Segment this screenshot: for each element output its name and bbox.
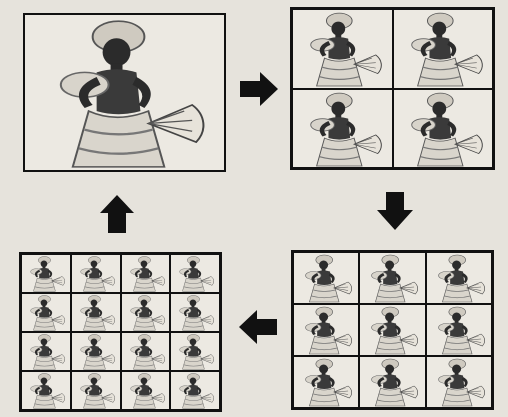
- grid-tile: [20, 370, 72, 411]
- dancer-figure: [394, 10, 493, 88]
- grid-tile: [120, 292, 172, 333]
- dancer-figure: [171, 333, 219, 370]
- dancer-figure: [72, 294, 120, 331]
- panel-1x1: [23, 13, 226, 172]
- dancer-figure: [122, 333, 170, 370]
- grid-tile: [20, 253, 72, 294]
- grid-tile: [425, 355, 493, 409]
- dancer-figure: [171, 372, 219, 409]
- grid-tile: [358, 303, 426, 357]
- dancer-figure: [72, 372, 120, 409]
- dancer-figure: [294, 357, 358, 407]
- dancer-figure: [360, 253, 424, 303]
- grid-tile: [120, 331, 172, 372]
- dancer-figure: [294, 253, 358, 303]
- grid-tile: [358, 355, 426, 409]
- dancer-figure: [72, 333, 120, 370]
- arrow-right-icon: [238, 70, 280, 108]
- dancer-figure: [427, 357, 491, 407]
- grid-tile: [169, 370, 221, 411]
- dancer-figure: [22, 294, 70, 331]
- dancer-figure: [360, 357, 424, 407]
- grid-tile: [70, 253, 122, 294]
- grid-tile: [70, 331, 122, 372]
- panel-2x2: [290, 7, 495, 170]
- grid-tile: [392, 8, 495, 90]
- panel-4x4: [19, 252, 222, 412]
- grid-tile: [169, 331, 221, 372]
- dancer-figure: [22, 255, 70, 292]
- dancer-figure: [122, 255, 170, 292]
- grid-tile: [70, 370, 122, 411]
- dancer-figure: [72, 255, 120, 292]
- grid-tile: [20, 331, 72, 372]
- grid-tile: [169, 292, 221, 333]
- dancer-figure: [293, 90, 392, 168]
- arrow-left-icon: [237, 308, 279, 346]
- dancer-figure: [427, 305, 491, 355]
- grid-tile: [425, 251, 493, 305]
- grid-tile: [292, 355, 360, 409]
- arrow-down-icon: [375, 190, 415, 232]
- dancer-figure: [22, 333, 70, 370]
- grid-tile: [120, 370, 172, 411]
- dancer-figure: [171, 294, 219, 331]
- grid-tile: [120, 253, 172, 294]
- dancer-figure: [293, 10, 392, 88]
- dancer-figure: [122, 294, 170, 331]
- grid-tile: [358, 251, 426, 305]
- grid-tile: [292, 303, 360, 357]
- dancer-figure: [394, 90, 493, 168]
- grid-tile: [392, 88, 495, 170]
- dancer-figure: [171, 255, 219, 292]
- grid-tile: [292, 251, 360, 305]
- dancer-figure: [294, 305, 358, 355]
- grid-tile: [70, 292, 122, 333]
- dancer-figure: [122, 372, 170, 409]
- arrow-up-icon: [98, 193, 136, 235]
- grid-tile: [291, 88, 394, 170]
- dancer-figure: [25, 15, 224, 170]
- dancer-figure: [22, 372, 70, 409]
- dancer-figure: [360, 305, 424, 355]
- dancer-figure: [427, 253, 491, 303]
- grid-tile: [20, 292, 72, 333]
- panel-3x3: [291, 250, 494, 410]
- grid-tile: [169, 253, 221, 294]
- grid-tile: [291, 8, 394, 90]
- grid-tile: [425, 303, 493, 357]
